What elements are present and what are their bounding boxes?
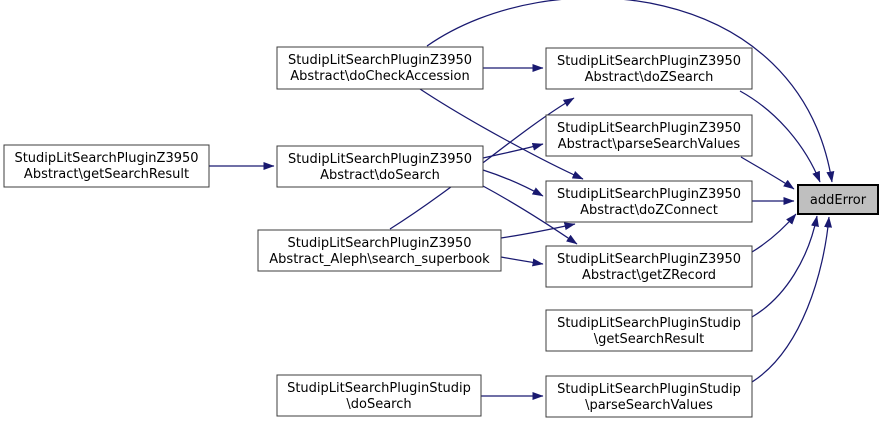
edge-z3950-dosearch-to-parsesearchvalues-z3950	[482, 142, 544, 159]
node-box-adderror[interactable]	[797, 184, 879, 215]
edge-parsesearchvalues-z3950-to-adderror	[740, 156, 795, 190]
node-box-studip-parsesearchvalues[interactable]	[545, 375, 753, 418]
node-label-adderror: addError	[810, 193, 867, 208]
node-box-z3950-getsearchresult[interactable]	[3, 144, 210, 188]
node-box-search-superbook[interactable]	[257, 229, 502, 272]
edges-layer	[209, 0, 835, 400]
node-label-studip-dosearch: StudipLitSearchPluginStudip\doSearch	[287, 381, 471, 412]
node-studip-dosearch: StudipLitSearchPluginStudip\doSearch	[276, 374, 482, 417]
node-studip-getsearchresult: StudipLitSearchPluginStudip\getSearchRes…	[545, 309, 753, 352]
edge-getzrecord-to-adderror	[751, 213, 797, 253]
edge-docheckaccession-to-dozconnect	[419, 88, 584, 180]
node-adderror: addError	[797, 184, 879, 215]
node-studip-parsesearchvalues: StudipLitSearchPluginStudip\parseSearchV…	[545, 375, 753, 418]
edge-search-superbook-to-dozsearch	[389, 97, 575, 230]
node-label-studip-parsesearchvalues: StudipLitSearchPluginStudip\parseSearchV…	[557, 382, 741, 413]
node-box-studip-getsearchresult[interactable]	[545, 309, 753, 352]
node-box-getzrecord[interactable]	[545, 245, 753, 288]
edge-z3950-dosearch-to-dozconnect	[482, 169, 544, 197]
edge-studip-getsearchresult-to-adderror	[751, 215, 819, 318]
node-box-dozsearch[interactable]	[545, 47, 753, 90]
node-box-parsesearchvalues-z3950[interactable]	[545, 114, 753, 157]
edge-docheckaccession-to-adderror	[426, 0, 835, 183]
node-box-docheckaccession[interactable]	[276, 46, 484, 90]
edge-search-superbook-to-dozconnect	[500, 222, 576, 239]
edge-dozsearch-to-adderror	[739, 90, 821, 183]
edge-z3950-dosearch-to-getzrecord	[482, 185, 578, 245]
edge-search-superbook-to-getzrecord	[500, 256, 544, 267]
node-label-studip-getsearchresult: StudipLitSearchPluginStudip\getSearchRes…	[557, 316, 741, 347]
node-box-studip-dosearch[interactable]	[276, 374, 482, 417]
node-box-dozconnect[interactable]	[545, 180, 753, 223]
node-box-z3950-dosearch[interactable]	[276, 145, 484, 188]
edge-studip-parsesearchvalues-to-adderror	[751, 216, 833, 383]
